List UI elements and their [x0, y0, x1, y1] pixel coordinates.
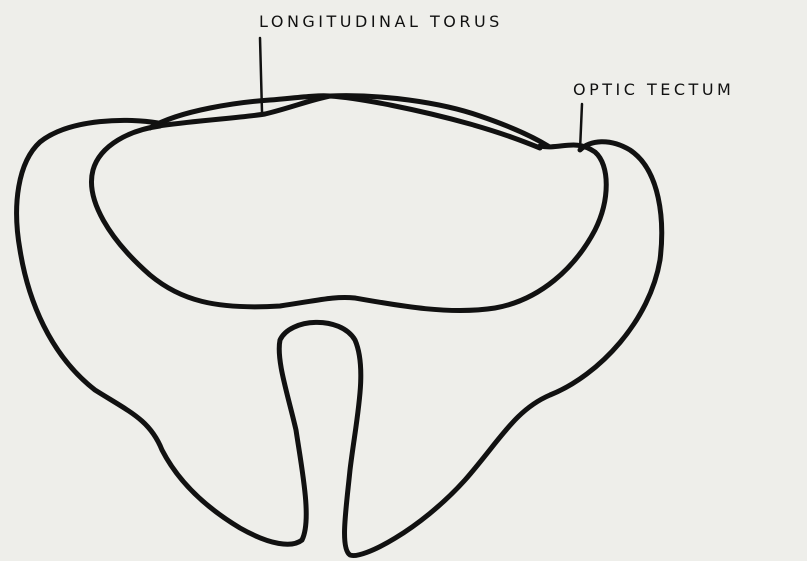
inner-tectum-outline: [92, 126, 607, 311]
longitudinal-torus-label: LONGITUDINAL TORUS: [259, 12, 503, 31]
longitudinal-torus-arc-inner: [158, 96, 540, 148]
optic-tectum-label: OPTIC TECTUM: [573, 80, 734, 99]
outer-brain-outline: [17, 120, 662, 555]
optic-tectum-leader-line: [580, 104, 582, 150]
